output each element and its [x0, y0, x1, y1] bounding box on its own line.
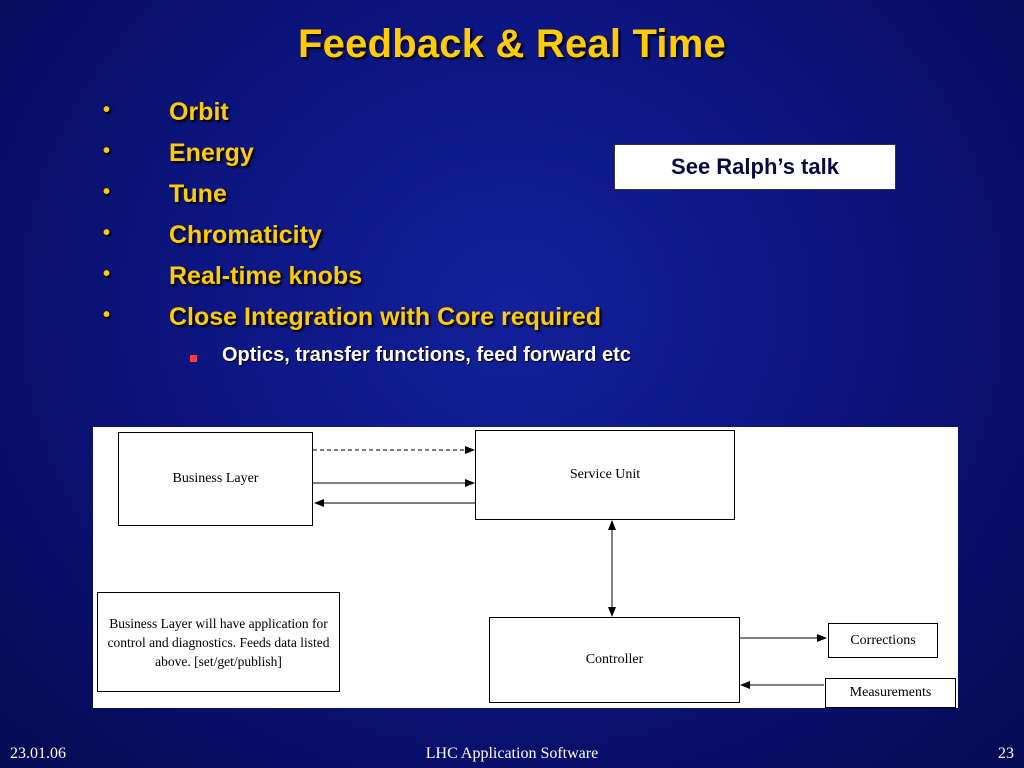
bullet-marker: •: [103, 263, 111, 285]
bullet-text: Close Integration with Core required: [169, 303, 601, 331]
business-layer-label: Business Layer: [172, 471, 259, 486]
see-ralph-note: See Ralph’s talk: [614, 144, 896, 190]
slide-title: Feedback & Real Time: [298, 22, 726, 66]
bullet-text: Energy: [169, 139, 254, 167]
bullet-marker: •: [103, 304, 111, 326]
controller-label: Controller: [585, 652, 644, 667]
sub-bullet-text: Optics, transfer functions, feed forward…: [222, 344, 631, 366]
business-layer-description: Business Layer will have application for…: [97, 592, 340, 692]
footer-title: LHC Application Software: [425, 745, 599, 762]
architecture-diagram: Business Layer Service Unit Business Lay…: [93, 427, 958, 708]
bullet-marker: •: [103, 140, 111, 162]
bullet-marker: •: [103, 222, 111, 244]
measurements-label: Measurements: [849, 685, 932, 700]
footer-date: 23.01.06: [10, 745, 66, 762]
business-layer-box: Business Layer: [118, 432, 313, 526]
bullet-text: Orbit: [169, 98, 229, 126]
page-number: 23: [998, 745, 1014, 762]
controller-box: Controller: [489, 617, 740, 703]
description-text: Business Layer will have application for…: [107, 615, 330, 669]
bullet-marker: •: [103, 99, 111, 121]
bullet-text: Chromaticity: [169, 221, 322, 249]
square-bullet-icon: [190, 355, 197, 362]
connector-arrows: [313, 446, 827, 689]
corrections-label: Corrections: [850, 632, 916, 648]
service-unit-label: Service Unit: [569, 467, 641, 482]
measurements-box: Measurements: [825, 678, 956, 708]
bullet-text: Tune: [169, 180, 227, 208]
bullet-list: • Orbit • Energy • Tune • Chromaticity •…: [103, 98, 631, 366]
corrections-box: Corrections: [828, 623, 938, 658]
bullet-text: Real-time knobs: [169, 262, 363, 290]
service-unit-box: Service Unit: [475, 430, 735, 520]
bullet-marker: •: [103, 181, 111, 203]
